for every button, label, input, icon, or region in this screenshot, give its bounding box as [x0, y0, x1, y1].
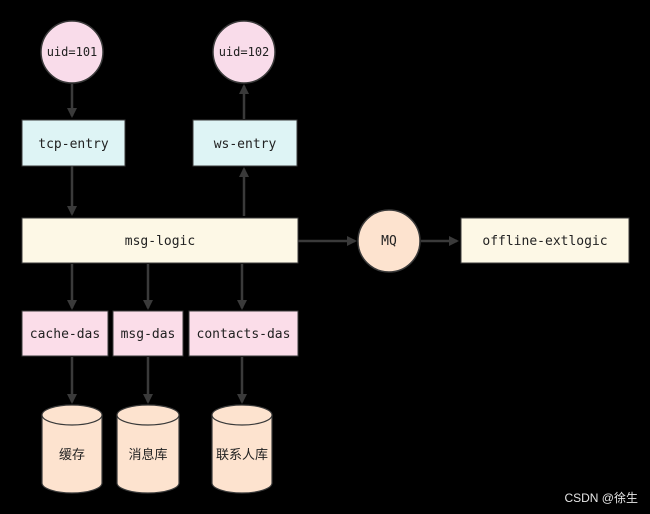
msg-das-box	[112, 310, 184, 357]
msg-logic-box	[21, 217, 299, 264]
msg-das-node: msg-das	[112, 310, 184, 357]
user-node-receiver: uid=102	[212, 20, 276, 84]
cache-das-node: cache-das	[21, 310, 109, 357]
sender-uid-label: uid=101	[47, 45, 98, 59]
contacts-store-cylinder-top	[211, 404, 273, 426]
contacts-store-label: 联系人库	[216, 447, 268, 463]
contacts-das-node: contacts-das	[188, 310, 299, 357]
user-circle-shape	[212, 20, 276, 84]
msg-store-node: 消息库	[116, 404, 180, 494]
msg-store-label: 消息库	[128, 447, 167, 463]
contacts-das-label: contacts-das	[197, 327, 291, 342]
tcp-entry-label: tcp-entry	[38, 137, 109, 152]
cache-store-node: 缓存	[41, 404, 103, 494]
cache-das-label: cache-das	[30, 327, 100, 342]
user-node-sender: uid=101	[40, 20, 104, 84]
mq-node: MQ	[357, 209, 421, 273]
ws-entry-label: ws-entry	[214, 137, 277, 152]
mq-label: MQ	[381, 234, 397, 249]
offline-extlogic-box	[460, 217, 630, 264]
cache-das-box	[21, 310, 109, 357]
msg-das-label: msg-das	[121, 327, 176, 342]
msg-logic-node: msg-logic	[21, 217, 299, 264]
receiver-uid-label: uid=102	[219, 45, 270, 59]
tcp-entry-node: tcp-entry	[21, 119, 126, 167]
contacts-das-box	[188, 310, 299, 357]
contacts-store-cylinder-body	[211, 415, 273, 494]
ws-entry-box	[192, 119, 298, 167]
msg-store-cylinder-body	[116, 415, 180, 494]
cache-store-cylinder-body	[41, 415, 103, 494]
offline-extlogic-label: offline-extlogic	[482, 234, 607, 249]
mq-circle-shape	[357, 209, 421, 273]
watermark-text: CSDN @徐生	[564, 491, 638, 505]
ws-entry-node: ws-entry	[192, 119, 298, 167]
msg-store-cylinder-top	[116, 404, 180, 426]
msg-logic-label: msg-logic	[125, 234, 195, 249]
offline-extlogic-node: offline-extlogic	[460, 217, 630, 264]
tcp-entry-box	[21, 119, 126, 167]
user-circle-shape	[40, 20, 104, 84]
contacts-store-node: 联系人库	[211, 404, 273, 494]
connectors	[67, 84, 459, 404]
cache-store-cylinder-top	[41, 404, 103, 426]
cache-store-label: 缓存	[59, 448, 85, 463]
